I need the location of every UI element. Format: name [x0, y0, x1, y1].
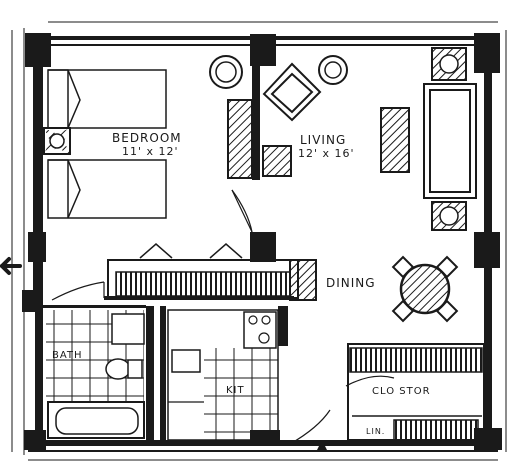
dresser — [227, 99, 253, 179]
kitchen-fixtures — [167, 309, 279, 441]
sofa — [423, 83, 477, 199]
kitchen-label: KIT — [226, 385, 245, 396]
nightstand-lamp — [43, 127, 71, 155]
bath-fixtures — [46, 310, 145, 439]
side-table-round — [318, 55, 348, 85]
dining-label: DINING — [326, 276, 376, 290]
linen-label: LIN. — [366, 427, 385, 436]
coffee-table — [380, 107, 410, 173]
round-chair-bedroom — [209, 55, 243, 89]
bedroom-dims: 11' x 12' — [122, 145, 179, 158]
living-dims: 12' x 16' — [298, 147, 355, 160]
door-swings — [51, 189, 331, 445]
armchair — [262, 62, 322, 122]
storage-closet-label: CLO STOR — [372, 386, 431, 397]
dining-table — [391, 255, 459, 323]
twin-bed-top — [47, 69, 167, 129]
end-table-hatched — [262, 145, 292, 177]
triangle-marker-icon — [316, 440, 328, 452]
frame-lines — [11, 21, 507, 461]
bath-label: BATH — [52, 350, 83, 361]
lamp-table-bottom — [431, 201, 467, 231]
lamp-table-top — [431, 47, 467, 81]
closet-counter-upper — [107, 243, 317, 301]
storage-closet — [345, 343, 485, 441]
twin-bed-bottom — [47, 159, 167, 219]
bedroom-label: BEDROOM — [112, 131, 182, 145]
living-label: LIVING — [300, 133, 346, 147]
left-arrow-icon — [0, 257, 22, 275]
